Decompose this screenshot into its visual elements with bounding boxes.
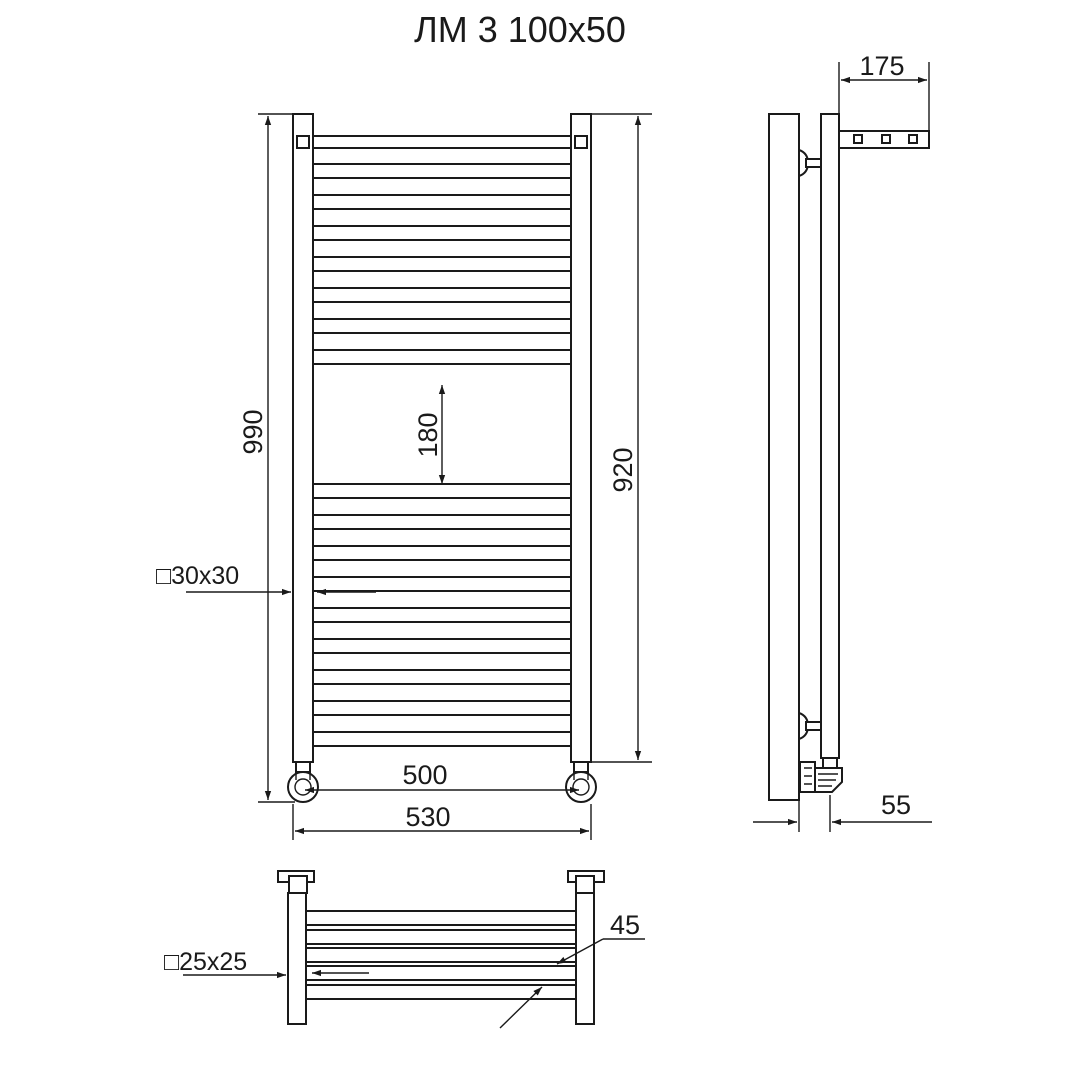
front-bar-4 [312, 256, 572, 272]
dim-500-label: 500 [402, 760, 447, 790]
top-view-left-post [287, 892, 307, 1025]
profile-30x30-label: □30x30 [156, 562, 239, 590]
dim-180: 180 [413, 385, 446, 484]
front-bar-6 [312, 318, 572, 334]
front-bar-16 [312, 731, 572, 747]
top-view-left-valve [277, 870, 315, 894]
side-valve [799, 757, 843, 793]
top-view-bar-5 [305, 984, 577, 1000]
left-valve [287, 761, 319, 803]
right-valve [565, 761, 597, 803]
top-view-right-post [575, 892, 595, 1025]
front-bar-15 [312, 700, 572, 716]
side-arm-hole-1 [853, 134, 863, 144]
front-bar-7 [312, 349, 572, 365]
side-arm-hole-2 [881, 134, 891, 144]
front-bar-3 [312, 225, 572, 241]
dim-530-label: 530 [405, 802, 450, 832]
side-arm-hole-3 [908, 134, 918, 144]
wall [768, 113, 800, 801]
front-bar-9 [312, 514, 572, 530]
front-bar-14 [312, 669, 572, 685]
top-view-bars [305, 910, 577, 1000]
profile-25x25-label: □25x25 [164, 948, 247, 976]
right-top-cap [574, 135, 588, 149]
dim-55: 55 [753, 790, 932, 832]
front-bars [312, 163, 572, 747]
top-view-right-valve [567, 870, 605, 894]
dim-55-label: 55 [881, 790, 911, 820]
top-view-bar-4 [305, 965, 577, 981]
top-view [277, 870, 605, 1025]
profile-25x25-callout: □25x25 [164, 948, 369, 979]
bottom-bracket [798, 712, 822, 740]
front-bar-10 [312, 545, 572, 561]
side-view [768, 113, 930, 801]
front-bar-1 [312, 163, 572, 179]
front-bar-11 [312, 576, 572, 592]
dim-990: 990 [238, 113, 295, 803]
front-view [287, 113, 597, 803]
profile-30x30-callout: □30x30 [156, 562, 376, 596]
top-bracket [798, 149, 822, 177]
front-bar-2 [312, 194, 572, 210]
dim-45: 45 [499, 910, 645, 1029]
drawing-title: ЛМ 3 100x50 [414, 9, 626, 50]
dim-175: 175 [838, 51, 930, 131]
dim-530: 530 [292, 802, 592, 840]
left-top-cap [296, 135, 310, 149]
front-bar-5 [312, 287, 572, 303]
top-view-bar-3 [305, 947, 577, 963]
front-bar-12 [312, 607, 572, 623]
dim-920-label: 920 [608, 447, 638, 492]
dim-920: 920 [591, 113, 652, 763]
left-post [292, 113, 314, 763]
side-post [820, 113, 840, 759]
dim-180-label: 180 [413, 412, 443, 457]
dim-990-label: 990 [238, 409, 268, 454]
dim-45-label: 45 [610, 910, 640, 940]
right-post [570, 113, 592, 763]
front-bar-13 [312, 638, 572, 654]
top-view-bar-1 [305, 910, 577, 926]
dim-175-label: 175 [859, 51, 904, 81]
dim-500: 500 [305, 760, 579, 794]
top-view-bar-2 [305, 929, 577, 945]
front-bar-8 [312, 483, 572, 499]
